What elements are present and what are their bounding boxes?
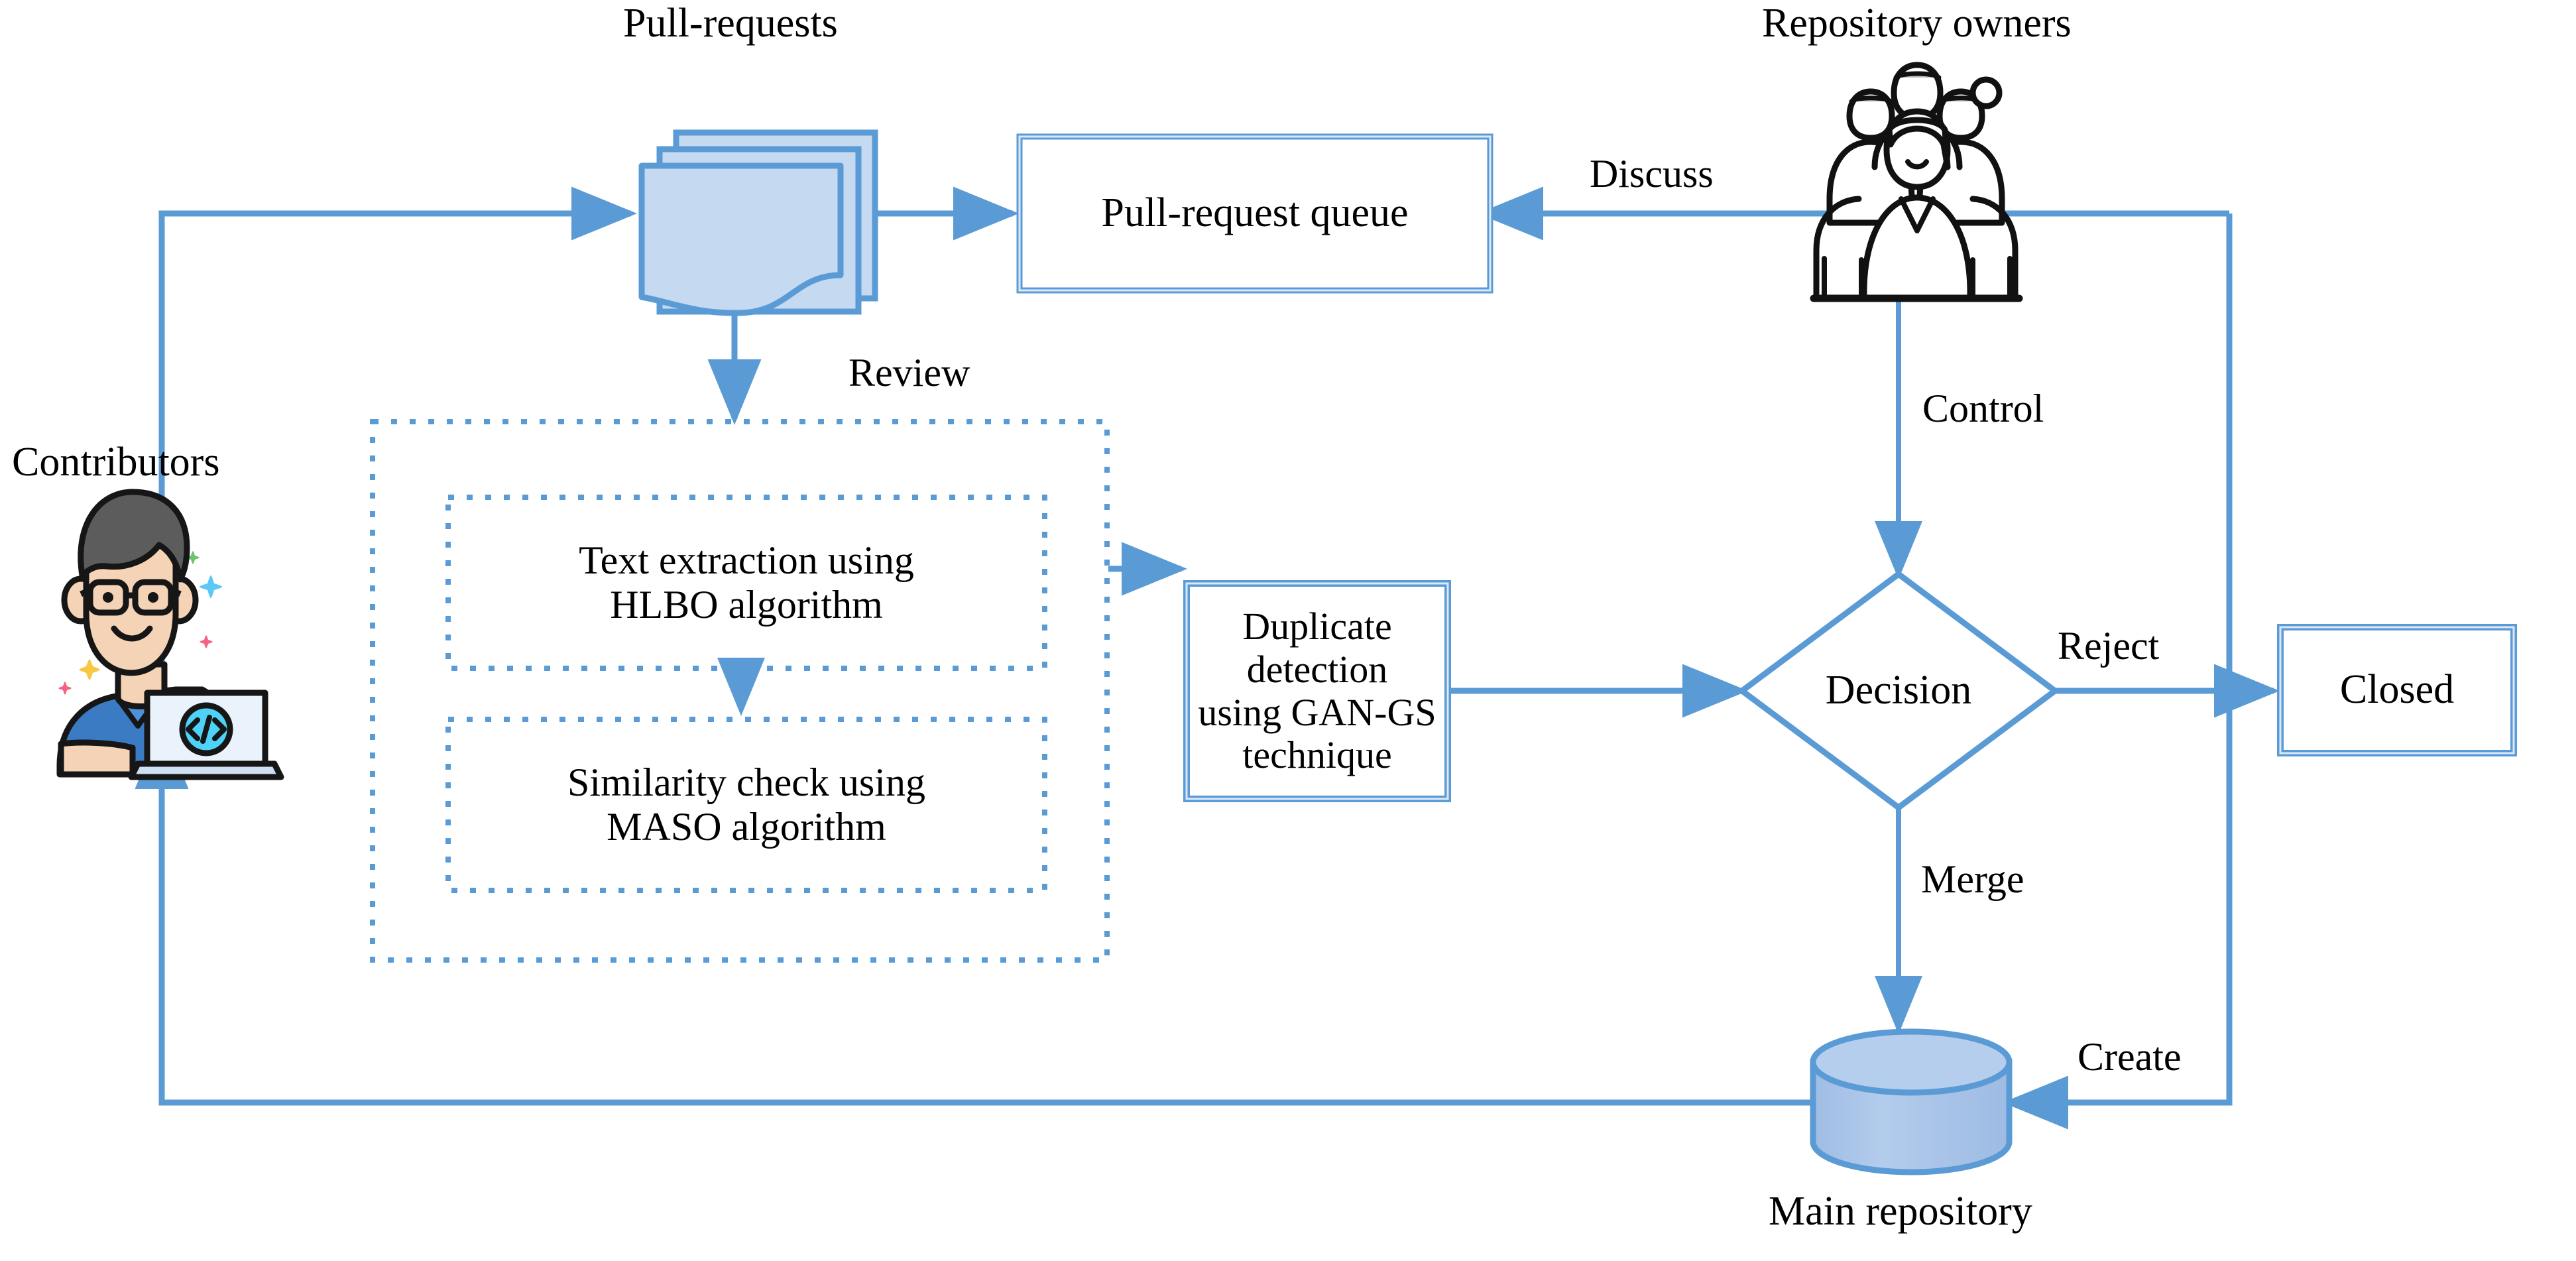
edge-owners-to-main-repository: [2003, 213, 2233, 1130]
review-group-container: [370, 419, 1110, 963]
similarity-check-line-1: Similarity check using: [567, 760, 925, 804]
similarity-check-box: [445, 717, 1047, 893]
decision-label[interactable]: Decision: [1825, 668, 1972, 713]
edge-label-control: Control: [1922, 387, 2044, 430]
text-extraction-label[interactable]: Text extraction using HLBO algorithm: [448, 497, 1045, 668]
duplicate-detection-box: [1183, 580, 1451, 802]
people-group-icon: [1810, 62, 2023, 302]
duplicate-detection-line-2: using GAN-GS: [1198, 690, 1436, 734]
edge-label-reject: Reject: [2058, 624, 2160, 668]
pull-request-queue-box: [1016, 133, 1493, 294]
duplicate-detection-line-1: Duplicate detection: [1242, 604, 1392, 691]
closed-label[interactable]: Closed: [2339, 667, 2455, 713]
documents-stack-icon: [638, 129, 878, 316]
edge-label-review: Review: [849, 351, 970, 394]
edge-label-merge: Merge: [1921, 857, 2024, 901]
developer-avatar-icon: [56, 489, 284, 780]
pull-request-queue-label[interactable]: Pull-request queue: [1101, 190, 1409, 236]
similarity-check-line-2: MASO algorithm: [607, 805, 886, 849]
text-extraction-line-1: Text extraction using: [579, 538, 914, 582]
text-extraction-box: [445, 495, 1047, 671]
repository-owners-title: Repository owners: [1762, 1, 2072, 46]
similarity-check-label[interactable]: Similarity check using MASO algorithm: [448, 719, 1045, 890]
edge-main-repository-to-contributors: [135, 723, 1813, 1106]
pull-requests-title: Pull-requests: [623, 1, 838, 46]
decision-diamond: [1737, 570, 2060, 811]
duplicate-detection-line-3: technique: [1242, 733, 1392, 777]
edge-label-create: Create: [2078, 1035, 2182, 1079]
database-cylinder-icon: [1810, 1028, 2013, 1175]
main-repository-title: Main repository: [1769, 1189, 2032, 1234]
contributors-title: Contributors: [12, 440, 220, 485]
edge-label-discuss: Discuss: [1590, 152, 1714, 196]
text-extraction-line-2: HLBO algorithm: [610, 583, 883, 627]
closed-box: [2277, 624, 2517, 756]
duplicate-detection-label[interactable]: Duplicate detection using GAN-GS techniq…: [1187, 583, 1448, 799]
